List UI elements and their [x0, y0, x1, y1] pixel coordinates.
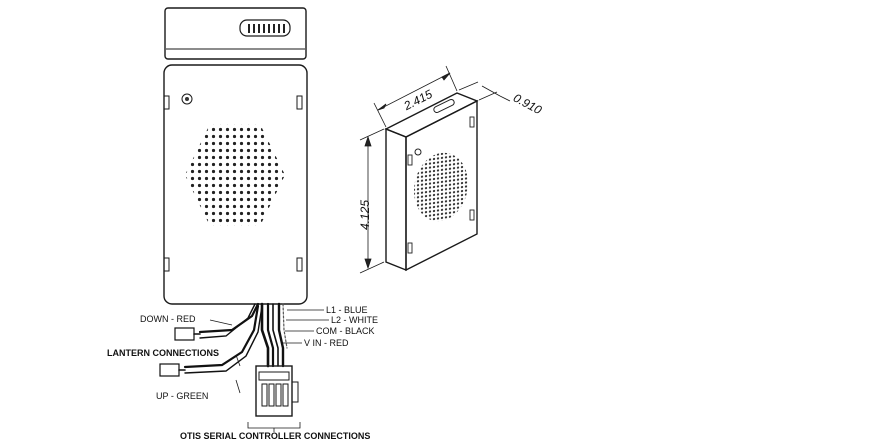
serial-connector: [255, 365, 299, 417]
main-housing: [163, 64, 308, 305]
iso-speaker-grill: [414, 152, 468, 222]
front-view: L1 - BLUE L2 - WHITE COM - BLACK V IN - …: [107, 7, 378, 441]
dim-width: 2.415: [401, 87, 435, 114]
speaker-grill: [185, 124, 285, 226]
label-l1: L1 - BLUE: [326, 305, 368, 315]
dim-height-lines: [359, 128, 385, 274]
isometric-view: 2.415 0.910 4.125: [358, 65, 544, 274]
iso-dip-switch: [433, 98, 455, 114]
label-l2: L2 - WHITE: [331, 315, 378, 325]
down-terminal: [174, 327, 195, 341]
screw: [181, 93, 193, 105]
label-lantern-connections: LANTERN CONNECTIONS: [107, 348, 219, 358]
top-cap: [164, 7, 307, 60]
dip-switch: [239, 19, 291, 37]
label-vin: V IN - RED: [304, 338, 349, 348]
up-terminal: [159, 363, 180, 377]
dim-depth: 0.910: [511, 91, 544, 118]
wire-harness: [159, 302, 288, 377]
iso-screw: [414, 148, 422, 156]
dim-width-lines: [373, 65, 458, 128]
label-com: COM - BLACK: [316, 326, 375, 336]
dim-height: 4.125: [358, 200, 372, 230]
label-up: UP - GREEN: [156, 391, 208, 401]
label-down: DOWN - RED: [140, 314, 196, 324]
dim-depth-lines: [458, 81, 511, 102]
label-otis-connections: OTIS SERIAL CONTROLLER CONNECTIONS: [180, 431, 370, 441]
